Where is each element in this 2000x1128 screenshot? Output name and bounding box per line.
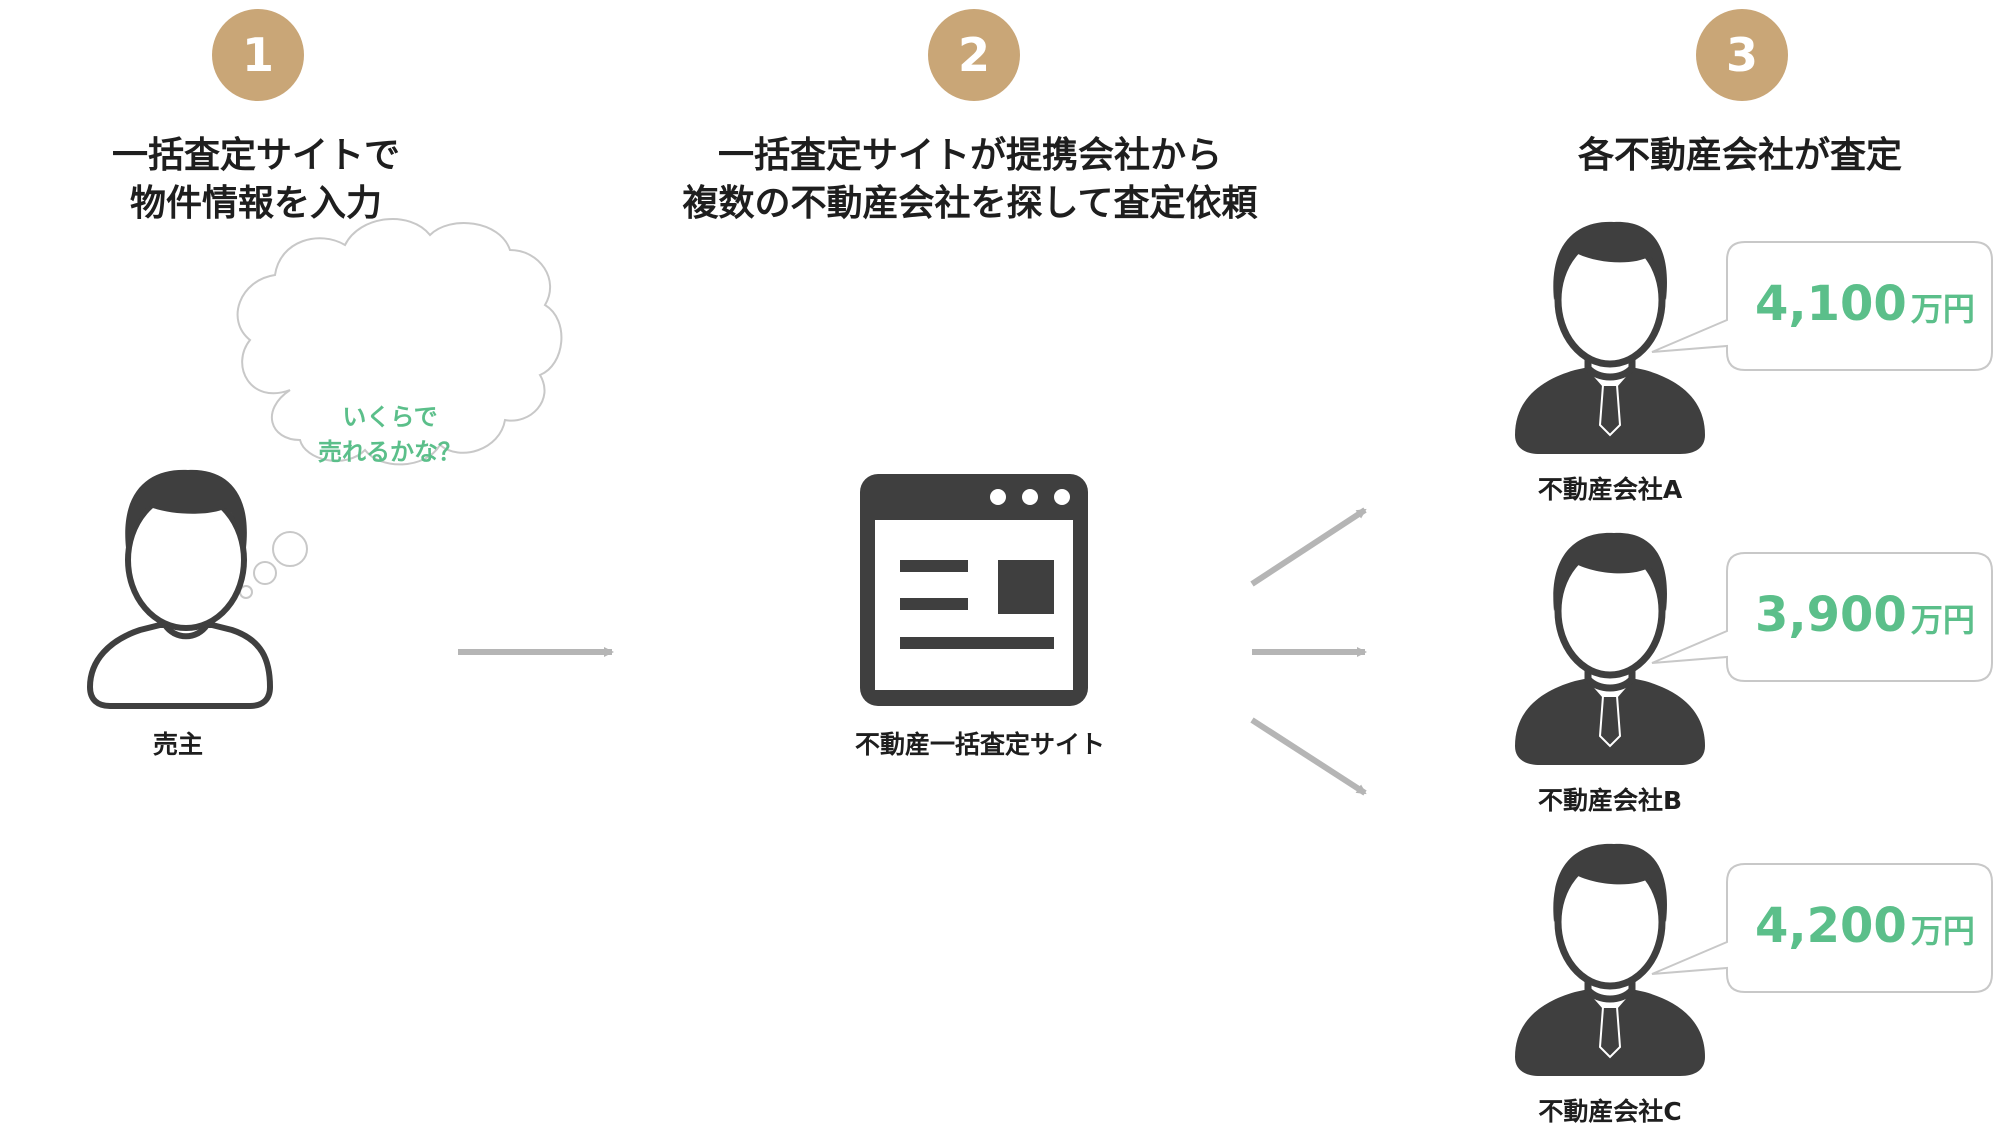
browser-window-icon (860, 474, 1088, 706)
step-2-title: 一括査定サイトが提携会社から 複数の不動産会社を探して査定依頼 (620, 132, 1320, 228)
speech-bubble-c (1651, 863, 1993, 993)
arrow-to-company-a (1250, 507, 1367, 587)
businessman-icon-b (1515, 532, 1705, 765)
speech-bubble-a (1651, 241, 1993, 371)
company-a-price-unit: 万円 (1910, 290, 1975, 328)
step-2-badge: 2 (928, 9, 1020, 101)
seller-icon (86, 469, 274, 709)
company-b-price-value: 3,900 (1755, 587, 1907, 643)
step-1-title: 一括査定サイトで 物件情報を入力 (56, 132, 456, 228)
step-3-title: 各不動産会社が査定 (1500, 132, 1980, 180)
company-c-price-value: 4,200 (1755, 898, 1907, 954)
step-2-title-line-1: 一括査定サイトが提携会社から (717, 135, 1222, 176)
thought-line-1: いくらで (342, 403, 438, 431)
thought-cloud (236, 218, 563, 599)
businessman-icon-c (1515, 843, 1705, 1076)
thought-text: いくらで 売れるかな？ (290, 400, 490, 470)
company-a-label: 不動産会社A (1537, 475, 1683, 504)
step-3-title-line-1: 各不動産会社が査定 (1577, 135, 1902, 176)
seller-label: 売主 (152, 730, 203, 759)
step-2-title-line-2: 複数の不動産会社を探して査定依頼 (682, 183, 1258, 224)
arrow-to-company-c (1250, 717, 1367, 796)
step-3-badge: 3 (1696, 9, 1788, 101)
speech-bubble-b (1651, 552, 1993, 682)
step-1-title-line-2: 物件情報を入力 (129, 183, 382, 224)
thought-line-2: 売れるかな？ (318, 438, 462, 466)
step-1-badge: 1 (212, 9, 304, 101)
company-c-label: 不動産会社C (1538, 1097, 1682, 1126)
businessman-icon-a (1515, 221, 1705, 454)
site-label: 不動産一括査定サイト (854, 730, 1105, 759)
company-c-price-unit: 万円 (1910, 912, 1975, 950)
company-a-price-value: 4,100 (1755, 276, 1907, 332)
company-b-price-unit: 万円 (1910, 601, 1975, 639)
step-1-title-line-1: 一括査定サイトで (111, 135, 400, 176)
company-b-label: 不動産会社B (1537, 786, 1683, 815)
